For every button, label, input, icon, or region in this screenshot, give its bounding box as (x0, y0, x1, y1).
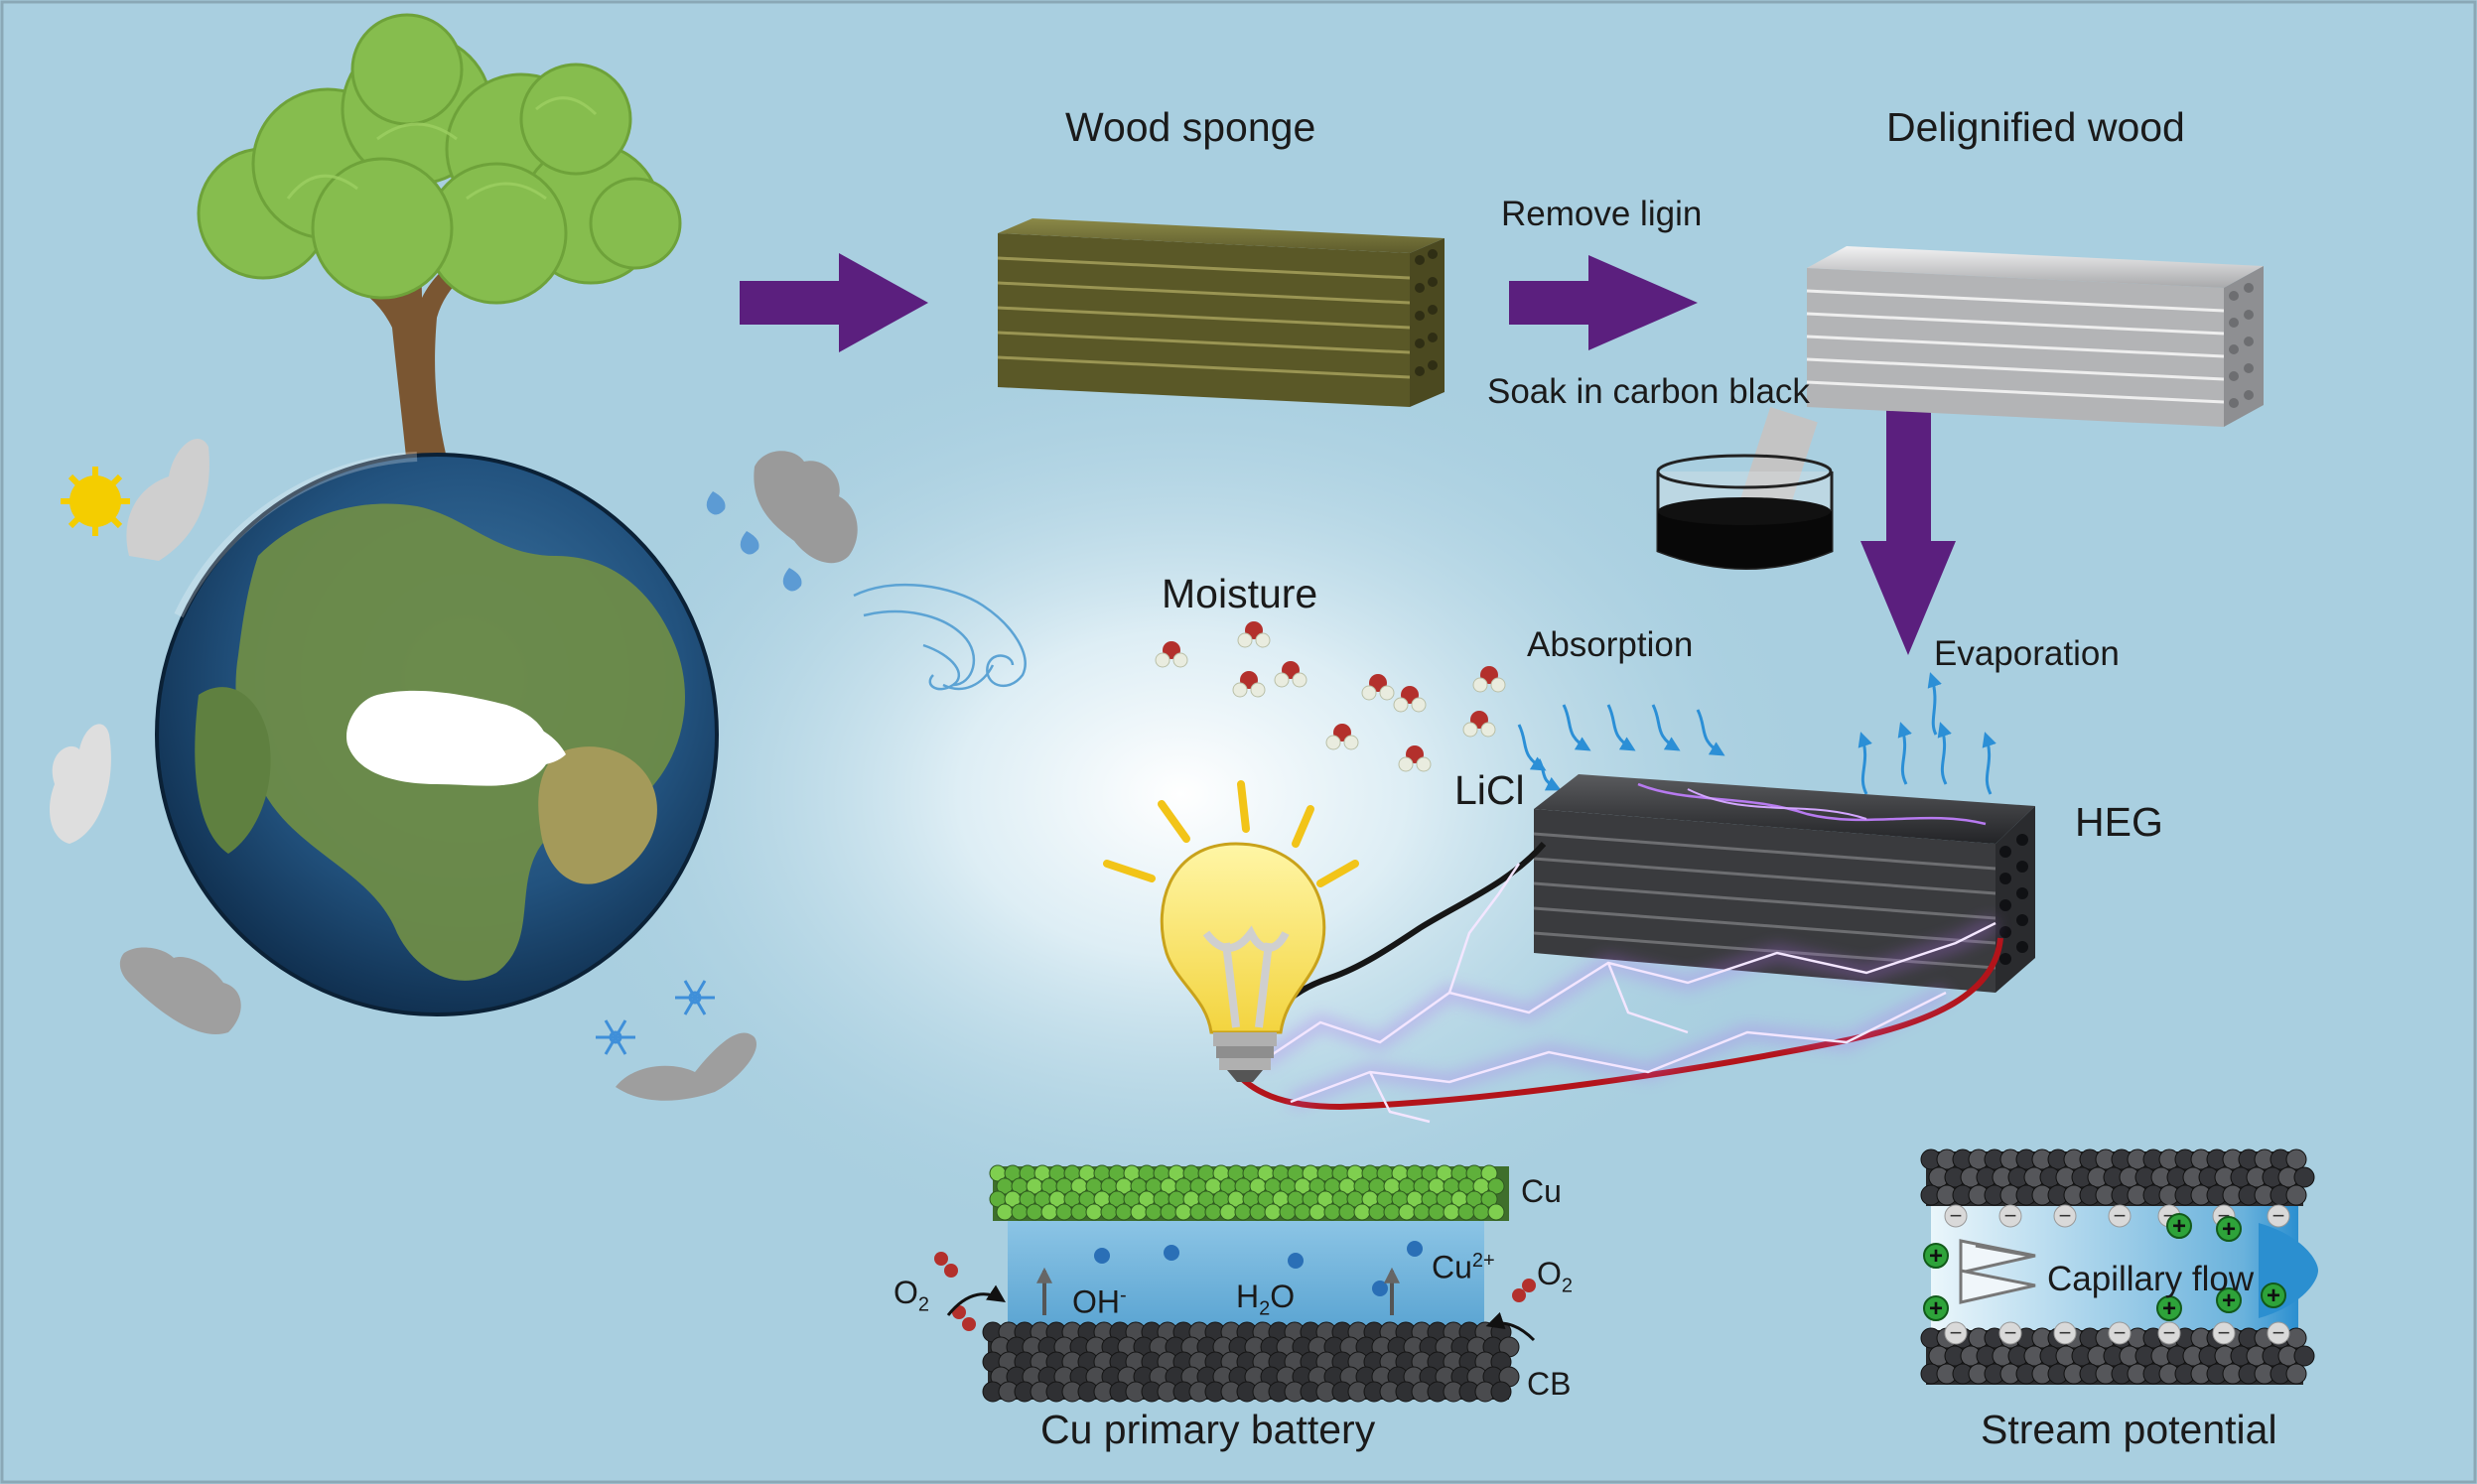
cation-icon: + (1923, 1295, 1949, 1322)
svg-text:+: + (2162, 1295, 2176, 1322)
anion-icon: − (2267, 1203, 2290, 1228)
anion-icon: − (1944, 1203, 1968, 1228)
licl-label: LiCl (1454, 767, 1525, 813)
process-arrow-2 (1509, 255, 1698, 350)
wire-black (1268, 842, 1547, 1024)
battery-cu2-label: Cu2+ (1432, 1249, 1495, 1285)
svg-text:+: + (2172, 1213, 2186, 1240)
sun-icon (61, 467, 130, 536)
svg-text:−: − (2059, 1203, 2072, 1228)
svg-text:−: − (2163, 1320, 2176, 1345)
svg-text:−: − (2114, 1203, 2127, 1228)
anion-icon: − (1998, 1203, 2022, 1228)
cation-icon: + (2261, 1282, 2286, 1309)
svg-text:−: − (2272, 1203, 2285, 1228)
water-molecule-icon (1398, 745, 1432, 772)
water-molecule-icon (1393, 686, 1427, 713)
water-molecule-icon (1472, 666, 1506, 693)
cation-icon: + (2216, 1216, 2242, 1243)
svg-text:−: − (2218, 1320, 2231, 1345)
stream-potential-title: Stream potential (1981, 1407, 2277, 1452)
battery-o2-left-label: O2 (894, 1275, 930, 1316)
anion-icon: − (2157, 1320, 2181, 1345)
absorption-arrows (1517, 704, 1725, 791)
cloud-icon (754, 451, 858, 564)
svg-text:−: − (1950, 1203, 1963, 1228)
central-glow (536, 328, 1827, 1261)
capillary-flow-label: Capillary flow (2047, 1260, 2255, 1298)
carbon-black-beaker-icon (1656, 406, 1834, 570)
water-molecule-icon (1325, 724, 1359, 750)
anion-icon: − (2108, 1203, 2132, 1228)
delignified-wood-label: Delignified wood (1886, 104, 2185, 150)
svg-text:−: − (2272, 1320, 2285, 1345)
heg-label: HEG (2075, 799, 2163, 845)
anion-icon: − (2212, 1320, 2236, 1345)
wood-sponge-label: Wood sponge (1065, 104, 1316, 150)
moisture-label: Moisture (1162, 571, 1318, 616)
cloud-icon (50, 724, 111, 844)
water-molecule-icon (1237, 621, 1271, 648)
anion-icon: − (1998, 1320, 2022, 1345)
battery-h2o-label: H2O (1236, 1279, 1296, 1320)
stream-potential-channel: −−−−−−−−−−−−−−+++++++ (1920, 1148, 2318, 1385)
rain-drop-icon (706, 491, 802, 592)
earth-globe-icon (155, 452, 719, 1016)
anion-icon: − (2053, 1320, 2077, 1345)
battery-o2-right-label: O2 (1537, 1256, 1574, 1297)
cloud-icon (119, 947, 241, 1034)
delignified-wood-block (1806, 246, 2264, 427)
process-arrow-3 (1860, 397, 1956, 655)
anion-icon: − (2053, 1203, 2077, 1228)
light-bulb-icon (1103, 780, 1359, 1082)
process-arrow-1 (740, 253, 928, 352)
cation-icon: + (2216, 1287, 2242, 1314)
evaporation-arrows (1858, 672, 1996, 795)
absorption-label: Absorption (1527, 625, 1694, 664)
cloud-icon (126, 438, 209, 561)
battery-cb-label: CB (1527, 1366, 1572, 1402)
soak-carbon-black-label: Soak in carbon black (1487, 372, 1810, 411)
svg-text:−: − (2059, 1320, 2072, 1345)
cation-icon: + (1923, 1243, 1949, 1270)
wood-sponge-block (997, 218, 1445, 407)
battery-oh-label: OH- (1072, 1283, 1127, 1320)
cation-icon: + (2166, 1213, 2192, 1240)
water-molecule-icon (1155, 641, 1188, 668)
battery-title: Cu primary battery (1040, 1407, 1376, 1452)
svg-text:+: + (2222, 1287, 2236, 1314)
tree-icon (197, 13, 682, 467)
remove-lignin-label: Remove ligin (1501, 195, 1703, 233)
snowflake-icon (596, 980, 715, 1055)
svg-text:−: − (2114, 1320, 2127, 1345)
lightning-bolt-icon (1257, 863, 1999, 1124)
anion-icon: − (2267, 1320, 2290, 1345)
battery-cu-label: Cu (1521, 1173, 1562, 1209)
evaporation-label: Evaporation (1934, 634, 2120, 673)
anion-icon: − (1944, 1320, 1968, 1345)
water-molecule-icon (1361, 674, 1395, 701)
wind-swirl-icon (853, 583, 1027, 691)
heg-block (1533, 774, 2035, 993)
cu-primary-battery (946, 1164, 1536, 1403)
svg-text:+: + (2267, 1282, 2280, 1309)
cloud-icon (616, 1032, 757, 1101)
svg-text:−: − (1950, 1320, 1963, 1345)
water-molecule-icon (1462, 711, 1496, 738)
svg-text:−: − (2004, 1203, 2017, 1228)
svg-text:+: + (1929, 1295, 1943, 1322)
svg-text:+: + (1929, 1243, 1943, 1270)
water-molecule-icon (1232, 671, 1266, 698)
water-molecule-icon (1274, 661, 1307, 688)
svg-text:+: + (2222, 1216, 2236, 1243)
svg-text:−: − (2004, 1320, 2017, 1345)
cation-icon: + (2156, 1295, 2182, 1322)
anion-icon: − (2108, 1320, 2132, 1345)
